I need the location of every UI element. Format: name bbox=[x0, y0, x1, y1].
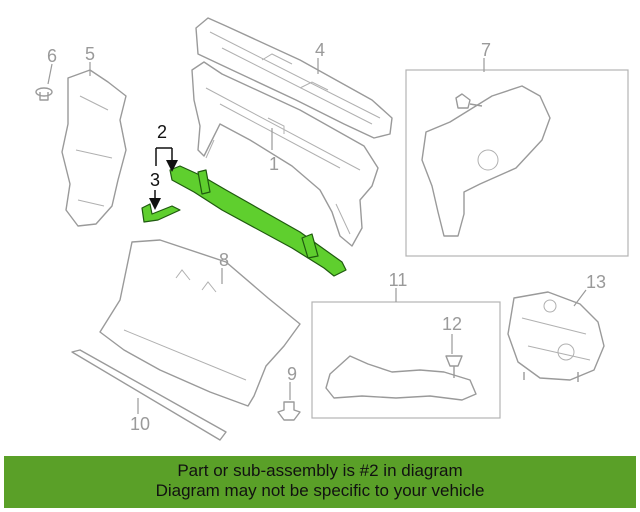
callout-labels: 2 3 4 1 5 6 7 8 9 10 11 12 13 bbox=[47, 40, 606, 434]
callout-8[interactable]: 8 bbox=[219, 250, 229, 270]
part-4-upper-support bbox=[195, 17, 393, 139]
part-9-clip bbox=[277, 401, 301, 421]
part-11-box bbox=[311, 301, 501, 419]
banner-line-part: Part or sub-assembly is #2 in diagram bbox=[177, 461, 463, 480]
callout-7[interactable]: 7 bbox=[481, 40, 491, 60]
part-6-push-pin bbox=[35, 87, 53, 101]
leader-lines bbox=[47, 58, 587, 414]
part-8-splash-shield bbox=[99, 239, 301, 407]
callout-3[interactable]: 3 bbox=[150, 170, 160, 190]
callout-1[interactable]: 1 bbox=[269, 154, 279, 174]
part-3-highlighted bbox=[141, 203, 181, 223]
part-7-box bbox=[405, 69, 629, 257]
part-1-radiator-support bbox=[191, 61, 379, 247]
callout-12[interactable]: 12 bbox=[442, 314, 462, 334]
callout-2[interactable]: 2 bbox=[157, 122, 167, 142]
part-5-deflector bbox=[61, 69, 127, 227]
parts-diagram: 2 3 4 1 5 6 7 8 9 10 11 12 13 bbox=[35, 17, 629, 441]
part-2-highlighted bbox=[169, 165, 347, 277]
callout-9[interactable]: 9 bbox=[287, 364, 297, 384]
callout-10[interactable]: 10 bbox=[130, 414, 150, 434]
callout-11[interactable]: 11 bbox=[389, 270, 408, 290]
banner-line-disclaimer: Diagram may not be specific to your vehi… bbox=[155, 481, 485, 500]
part-10-strip bbox=[71, 349, 227, 441]
callout-5[interactable]: 5 bbox=[85, 44, 95, 64]
callout-4[interactable]: 4 bbox=[315, 40, 325, 60]
callout-13[interactable]: 13 bbox=[586, 272, 606, 292]
callout-6[interactable]: 6 bbox=[47, 46, 57, 66]
info-banner: Part or sub-assembly is #2 in diagram Di… bbox=[4, 456, 636, 508]
part-13-latch bbox=[507, 291, 605, 382]
